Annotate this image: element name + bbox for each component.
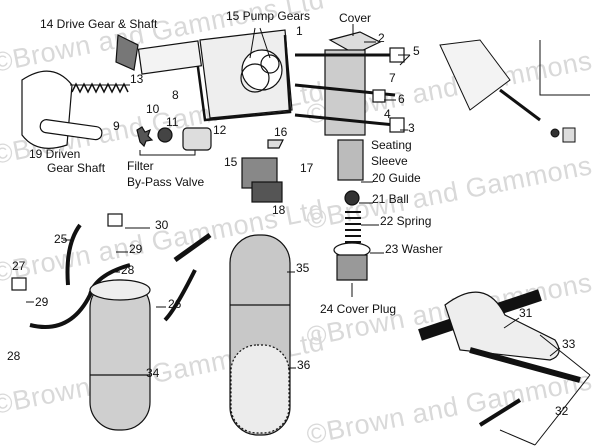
label-28: 28 <box>7 349 21 363</box>
label-8: 8 <box>172 88 179 102</box>
label-11: 11 <box>166 115 179 129</box>
label-17: 17 <box>300 161 314 175</box>
filter-bypass-valve <box>136 126 212 156</box>
cover-assembly <box>294 31 405 281</box>
label-26: 26 <box>168 297 182 311</box>
end-plate <box>21 70 130 149</box>
label-drive-gear-shaft: 14 Drive Gear & Shaft <box>40 17 158 31</box>
label-seating: Seating <box>371 138 412 152</box>
label-spring: 22 Spring <box>380 214 432 228</box>
label-35: 35 <box>296 261 310 275</box>
label-sleeve: Sleeve <box>371 154 408 168</box>
label-30: 30 <box>155 218 169 232</box>
label-29: 29 <box>35 295 49 309</box>
label-driven-gear-shaft-1: 19 Driven <box>29 147 81 161</box>
label-4: 4 <box>384 107 391 121</box>
label-driven-gear-shaft-2: Gear Shaft <box>47 161 106 175</box>
label-5: 5 <box>413 44 420 58</box>
label-25: 25 <box>54 232 68 246</box>
label-36: 36 <box>297 358 311 372</box>
label-pump-gears: 15 Pump Gears <box>226 9 311 23</box>
label-27: 27 <box>12 259 26 273</box>
inset-detail <box>439 39 590 143</box>
label-washer: 23 Washer <box>385 242 443 256</box>
label-34: 34 <box>146 366 160 380</box>
label-29: 29 <box>129 242 143 256</box>
label-2: 2 <box>378 31 385 45</box>
label-33: 33 <box>562 337 576 351</box>
label-1: 1 <box>296 24 303 38</box>
label-3: 3 <box>408 121 415 135</box>
label-9: 9 <box>113 119 120 133</box>
label-10: 10 <box>146 102 160 116</box>
label-32: 32 <box>555 404 569 418</box>
label-12: 12 <box>213 123 227 137</box>
label-cover-plug: 24 Cover Plug <box>320 302 397 316</box>
label-7: 7 <box>389 71 396 85</box>
oil-filter-canister <box>11 213 291 436</box>
pump-body <box>115 29 293 122</box>
label-18: 18 <box>272 203 286 217</box>
leader-lines <box>26 24 561 376</box>
pump-gears <box>241 139 284 203</box>
label-28: 28 <box>121 263 135 277</box>
label-bypass-valve: By-Pass Valve <box>127 175 205 189</box>
bracket-assembly <box>418 289 591 446</box>
label-ball: 21 Ball <box>372 192 409 206</box>
label-6: 6 <box>398 92 405 106</box>
label-16: 16 <box>274 125 288 139</box>
label-filter: Filter <box>127 159 154 173</box>
label-cover: Cover <box>339 11 372 25</box>
label-guide: 20 Guide <box>372 171 421 185</box>
label-13: 13 <box>130 72 144 86</box>
label-15: 15 <box>224 155 238 169</box>
label-31: 31 <box>519 306 533 320</box>
